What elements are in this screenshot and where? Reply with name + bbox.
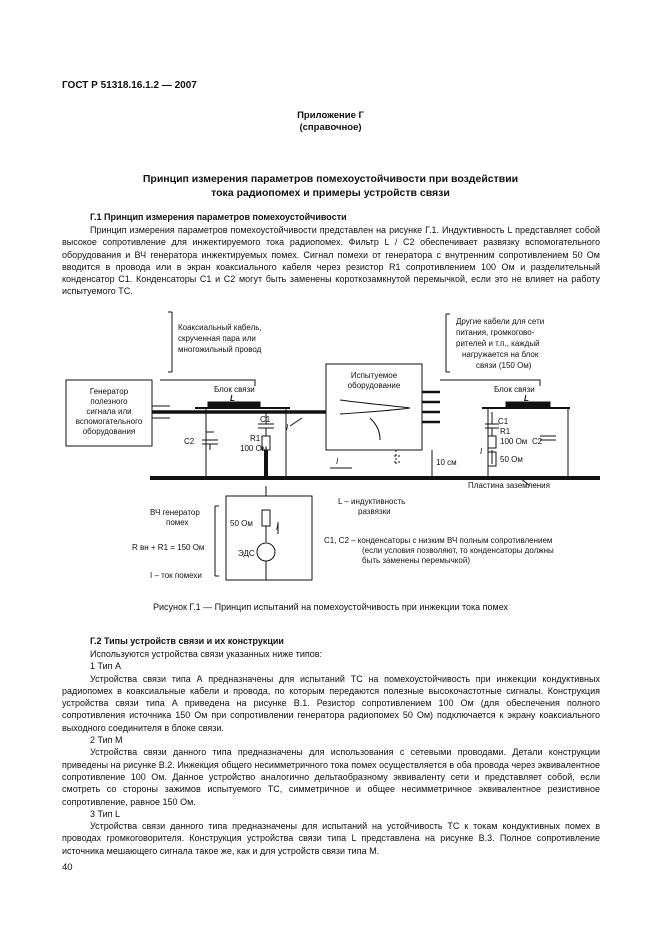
section2-paragraph: Устройства связи данного типа предназнач… xyxy=(62,747,600,807)
section2-heading: Г.2 Типы устройств связи и их конструкци… xyxy=(90,636,284,646)
i-description: I – ток помехи xyxy=(150,571,202,580)
coupling-left-bracket xyxy=(160,379,256,386)
appendix-heading: Приложение Г (справочное) xyxy=(0,110,661,134)
section2-paragraph: Устройства связи типа А предназначены дл… xyxy=(62,673,600,733)
figure-diagram: Коаксиальный кабель, скрученная пара или… xyxy=(65,311,600,581)
other-cables-3: рителей и т.п., каждый xyxy=(456,339,540,348)
rf-generator-box xyxy=(225,495,313,581)
section1-heading: Г.1 Принцип измерения параметров помехоу… xyxy=(90,212,347,222)
l-description-2: развязки xyxy=(358,507,391,516)
c-description-2: (если условия позволяют, то конденсаторы… xyxy=(362,546,554,555)
rf-gen-label-1: ВЧ генератор xyxy=(150,508,200,517)
l-description-1: L – индуктивность xyxy=(338,497,405,506)
section2-body: Используются устройства связи указанных … xyxy=(62,648,600,857)
label-I-right: I xyxy=(480,447,483,456)
eut-flow xyxy=(339,399,411,415)
rgen-formula: R вн + R1 = 150 Ом xyxy=(132,543,204,552)
section2-paragraph: 3 Тип L xyxy=(90,808,121,819)
label-I-gen: I xyxy=(276,523,279,532)
figure-caption: Рисунок Г.1 — Принцип испытаний на помех… xyxy=(152,602,509,612)
label-distance: 10 см xyxy=(436,458,457,467)
section2-paragraph: Устройства связи данного типа предназнач… xyxy=(62,821,600,856)
label-I-top: I xyxy=(286,423,289,432)
generator-label-4: вспомогательного xyxy=(76,417,143,426)
label-L-left: L xyxy=(230,394,235,403)
section1-text: Принцип измерения параметров помехоустой… xyxy=(62,225,600,297)
main-title-line1: Принцип измерения параметров помехоустой… xyxy=(142,173,519,185)
eut-box xyxy=(325,363,423,451)
document-header: ГОСТ Р 51318.16.1.2 — 2007 xyxy=(62,80,197,91)
coupling-left-label: Блок связи xyxy=(214,385,255,394)
label-emf: ЭДС xyxy=(238,549,255,558)
other-cables-5: связи (150 Ом) xyxy=(476,361,532,370)
c-description-1: C1, C2 – конденсаторы с низким ВЧ полным… xyxy=(324,536,552,545)
label-L-right: L xyxy=(524,394,529,403)
label-C1-right: C1 xyxy=(498,417,509,426)
appendix-title: Приложение Г xyxy=(297,110,364,121)
appendix-subtitle: (справочное) xyxy=(299,122,362,133)
section2-paragraph: Используются устройства связи указанных … xyxy=(90,649,323,659)
cable-label-2: скрученная пара или xyxy=(178,334,256,343)
section2-paragraph: 1 Тип А xyxy=(90,661,122,672)
label-I-ground: I xyxy=(336,457,339,466)
other-cables-1: Другие кабели для сети xyxy=(456,317,544,326)
generator-label-1: Генератор xyxy=(90,387,129,396)
other-cables-4: нагружается на блок xyxy=(462,350,539,359)
eut-label-1: Испытуемое xyxy=(351,371,398,380)
label-R1-right: R1 xyxy=(500,427,511,436)
other-cables-2: питания, громкогово- xyxy=(456,328,535,337)
section1-paragraph: Принцип измерения параметров помехоустой… xyxy=(62,224,600,298)
eut-label-2: оборудование xyxy=(348,381,401,390)
label-50-gen: 50 Ом xyxy=(230,519,253,528)
page-number: 40 xyxy=(62,862,73,873)
label-C1-left: C1 xyxy=(260,415,271,424)
label-C2-left: C2 xyxy=(184,437,195,446)
cable-label-1: Коаксиальный кабель, xyxy=(178,323,262,332)
cable-label-3: многожильный провод xyxy=(178,345,262,354)
section2-paragraph: 2 Тип М xyxy=(90,735,123,746)
rf-gen-label-2: помех xyxy=(166,518,189,527)
generator-label-2: полезного xyxy=(90,397,128,406)
ground-label: Пластина заземления xyxy=(468,481,550,490)
generator-label-5: оборудования xyxy=(83,427,136,436)
label-100-left: 100 Ом xyxy=(240,444,267,453)
generator-label-3: сигнала или xyxy=(86,407,131,416)
coupling-right-label: Блок связи xyxy=(494,385,535,394)
label-100-right: 100 Ом xyxy=(500,437,527,446)
appendix-main-title: Принцип измерения параметров помехоустой… xyxy=(0,172,661,200)
label-R1-left: R1 xyxy=(250,434,261,443)
main-title-line2: тока радиопомех и примеры устройств связ… xyxy=(211,187,450,199)
label-50-right: 50 Ом xyxy=(500,455,523,464)
label-C2-right: C2 xyxy=(532,437,543,446)
c-description-3: быть заменены перемычкой) xyxy=(362,556,470,565)
